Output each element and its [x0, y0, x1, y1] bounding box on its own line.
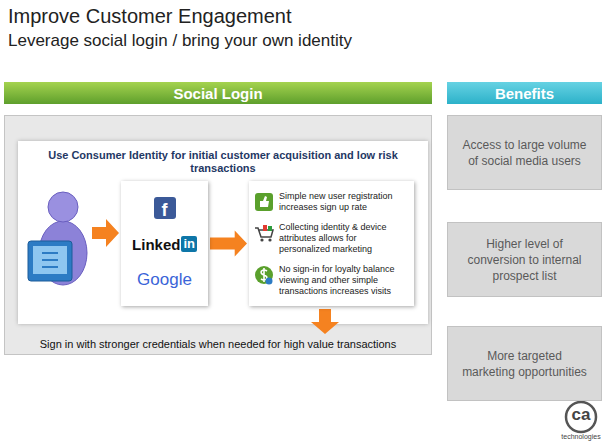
- wheel: [268, 238, 271, 241]
- logo-text: ca: [560, 405, 602, 425]
- box-heading: Use Consumer Identity for initial custom…: [24, 149, 422, 175]
- wheel: [260, 238, 263, 241]
- linkedin-badge: in: [181, 236, 197, 252]
- down-arrow: [311, 309, 339, 334]
- content-panel: Use Consumer Identity for initial custom…: [18, 141, 428, 324]
- header-band: Social Login: [4, 82, 432, 104]
- badge: [266, 277, 273, 284]
- linkedin-word: Linked: [132, 236, 180, 253]
- benefit-text: More targeted marketing opportunities: [462, 348, 587, 380]
- feature-text: Collecting identity & device attributes …: [279, 222, 410, 255]
- content-panel: Sign in with stronger credentials when n…: [4, 115, 432, 355]
- tag: [268, 226, 272, 231]
- feature-icon: [254, 265, 274, 285]
- content-box: fLinkedinGoogle: [121, 181, 208, 306]
- header-band: Benefits: [447, 82, 602, 104]
- icon-bg: [255, 193, 273, 211]
- company-logo: catechnologies: [560, 400, 602, 442]
- flow-arrow: [210, 231, 247, 257]
- benefit-box: More targeted marketing opportunities: [447, 326, 602, 401]
- band-title: Social Login: [173, 85, 262, 102]
- feature-row: Simple new user registration increases s…: [254, 191, 410, 213]
- feature-text: Simple new user registration increases s…: [279, 191, 410, 213]
- screen-lines: [42, 253, 58, 267]
- facebook-logo: f: [154, 197, 176, 219]
- laptop-screen: [33, 246, 67, 274]
- benefit-text: Access to large volume of social media u…: [462, 137, 587, 169]
- thumb: [260, 196, 269, 207]
- linkedin-logo: Linkedin: [132, 236, 197, 253]
- coin: [255, 266, 273, 284]
- benefit-text: Higher level of conversion to internal p…: [462, 236, 587, 284]
- flow-arrow: [92, 219, 119, 247]
- tag: [263, 225, 267, 231]
- feature-icon: [254, 192, 274, 212]
- content-box: Simple new user registration increases s…: [249, 181, 414, 306]
- band-title: Benefits: [495, 85, 554, 102]
- feature-icon: [254, 223, 274, 243]
- benefit-box: Higher level of conversion to internal p…: [447, 222, 602, 297]
- slide-subtitle: Leverage social login / bring your own i…: [8, 31, 352, 51]
- laptop: [28, 241, 72, 281]
- slide-title: Improve Customer Engagement: [8, 5, 291, 28]
- feature-text: No sign-in for loyalty balance viewing a…: [279, 264, 410, 297]
- google-logo: Google: [137, 270, 192, 290]
- benefit-box: Access to large volume of social media u…: [447, 115, 602, 190]
- person-head: [48, 192, 78, 222]
- feature-row: Collecting identity & device attributes …: [254, 222, 410, 255]
- feature-row: No sign-in for loyalty balance viewing a…: [254, 264, 410, 297]
- logo-subtext: technologies: [556, 433, 606, 441]
- panel-note: Sign in with stronger credentials when n…: [5, 338, 431, 351]
